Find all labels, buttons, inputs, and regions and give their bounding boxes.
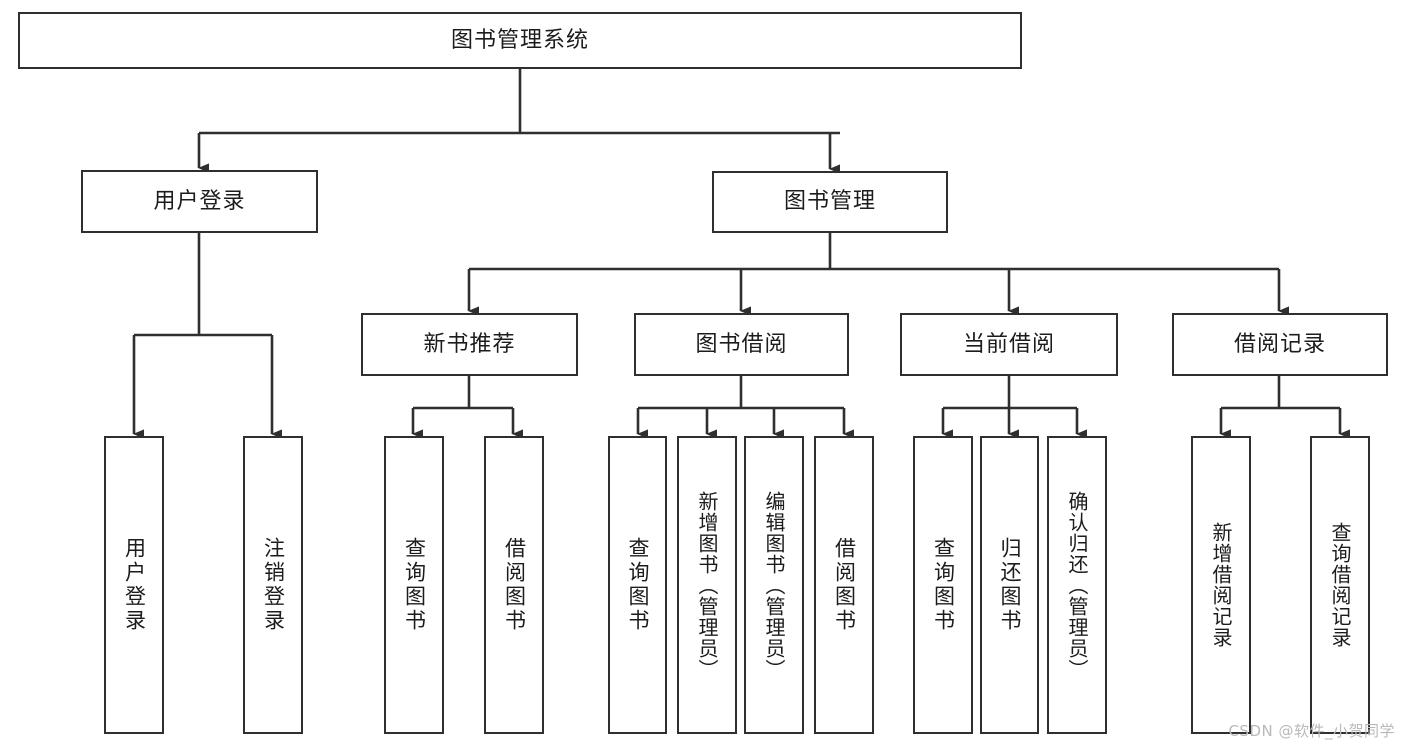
node-user-login[interactable]: 用户登录 <box>81 170 318 233</box>
leaf-query-book-current[interactable]: 查询图书 <box>913 436 973 734</box>
leaf-query-book-new-rec[interactable]: 查询图书 <box>384 436 444 734</box>
node-label: 新增图书（管理员） <box>695 490 719 680</box>
node-label: 查询图书 <box>931 537 956 633</box>
node-label: 新书推荐 <box>423 331 516 357</box>
node-label: 图书管理 <box>783 189 876 215</box>
node-label: 注销登录 <box>261 537 286 633</box>
node-new-book-rec[interactable]: 新书推荐 <box>361 313 578 376</box>
node-book-management-system[interactable]: 图书管理系统 <box>18 12 1022 69</box>
node-label: 借阅图书 <box>502 537 527 633</box>
node-label: 用户登录 <box>153 188 246 214</box>
node-label: 归还图书 <box>998 537 1022 633</box>
node-current-borrow[interactable]: 当前借阅 <box>900 313 1118 376</box>
node-label: 查询借阅记录 <box>1328 522 1352 648</box>
node-label: 当前借阅 <box>962 331 1055 357</box>
leaf-query-borrow-record[interactable]: 查询借阅记录 <box>1310 436 1370 734</box>
node-borrow-record[interactable]: 借阅记录 <box>1172 313 1388 376</box>
node-label: 查询图书 <box>402 537 427 633</box>
node-book-manage[interactable]: 图书管理 <box>712 171 948 233</box>
node-label: 新增借阅记录 <box>1209 522 1233 648</box>
watermark-text: CSDN @软件_小贺同学 <box>1228 722 1395 740</box>
leaf-add-book-admin[interactable]: 新增图书（管理员） <box>677 436 737 734</box>
node-book-borrow[interactable]: 图书借阅 <box>634 313 849 376</box>
leaf-return-book[interactable]: 归还图书 <box>980 436 1039 734</box>
leaf-query-book-borrow[interactable]: 查询图书 <box>608 436 667 734</box>
node-label: 图书管理系统 <box>450 27 589 53</box>
node-label: 用户登录 <box>122 537 147 633</box>
node-label: 确认归还（管理员） <box>1065 490 1089 680</box>
node-label: 查询图书 <box>626 537 650 633</box>
leaf-user-login[interactable]: 用户登录 <box>104 436 164 734</box>
node-label: 编辑图书（管理员） <box>762 490 786 680</box>
leaf-add-borrow-record[interactable]: 新增借阅记录 <box>1191 436 1251 734</box>
leaf-borrow-book-borrow[interactable]: 借阅图书 <box>814 436 874 734</box>
leaf-logout[interactable]: 注销登录 <box>243 436 303 734</box>
node-label: 借阅图书 <box>832 537 857 633</box>
node-label: 借阅记录 <box>1233 331 1326 357</box>
node-label: 图书借阅 <box>695 331 788 357</box>
leaf-confirm-return-admin[interactable]: 确认归还（管理员） <box>1047 436 1107 734</box>
leaf-edit-book-admin[interactable]: 编辑图书（管理员） <box>744 436 804 734</box>
leaf-borrow-book-new-rec[interactable]: 借阅图书 <box>484 436 544 734</box>
